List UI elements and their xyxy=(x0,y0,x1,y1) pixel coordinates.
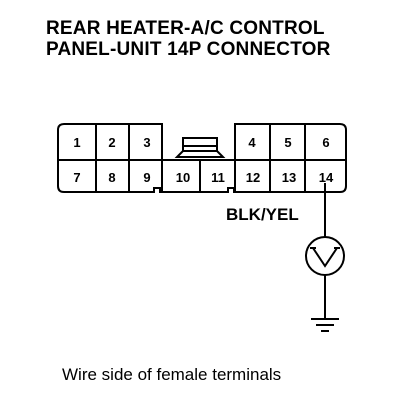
pin-9-label: 9 xyxy=(143,170,150,185)
title-line-2: PANEL-UNIT 14P CONNECTOR xyxy=(46,39,331,60)
connector-body xyxy=(57,123,347,193)
diagram-title: REAR HEATER-A/C CONTROL PANEL-UNIT 14P C… xyxy=(46,18,331,60)
pin-4-label: 4 xyxy=(248,135,256,150)
pin-8-label: 8 xyxy=(108,170,115,185)
lock-tab-icon xyxy=(174,137,226,158)
title-line-1: REAR HEATER-A/C CONTROL xyxy=(46,18,325,39)
pin-1-label: 1 xyxy=(73,135,80,150)
ground-icon xyxy=(311,318,339,332)
pin-5-label: 5 xyxy=(284,135,291,150)
pin-12-label: 12 xyxy=(246,170,260,185)
wire-color-label: BLK/YEL xyxy=(226,205,299,224)
pin-2-label: 2 xyxy=(108,135,115,150)
pin-6-label: 6 xyxy=(322,135,329,150)
pin-3-label: 3 xyxy=(143,135,150,150)
pin-11-label: 11 xyxy=(211,170,225,185)
pin-10-label: 10 xyxy=(176,170,190,185)
caption: Wire side of female terminals xyxy=(62,365,282,384)
voltmeter-icon xyxy=(305,236,345,276)
pin-13-label: 13 xyxy=(282,170,296,185)
pin-7-label: 7 xyxy=(73,170,80,185)
pin-14-label: 14 xyxy=(319,170,334,185)
